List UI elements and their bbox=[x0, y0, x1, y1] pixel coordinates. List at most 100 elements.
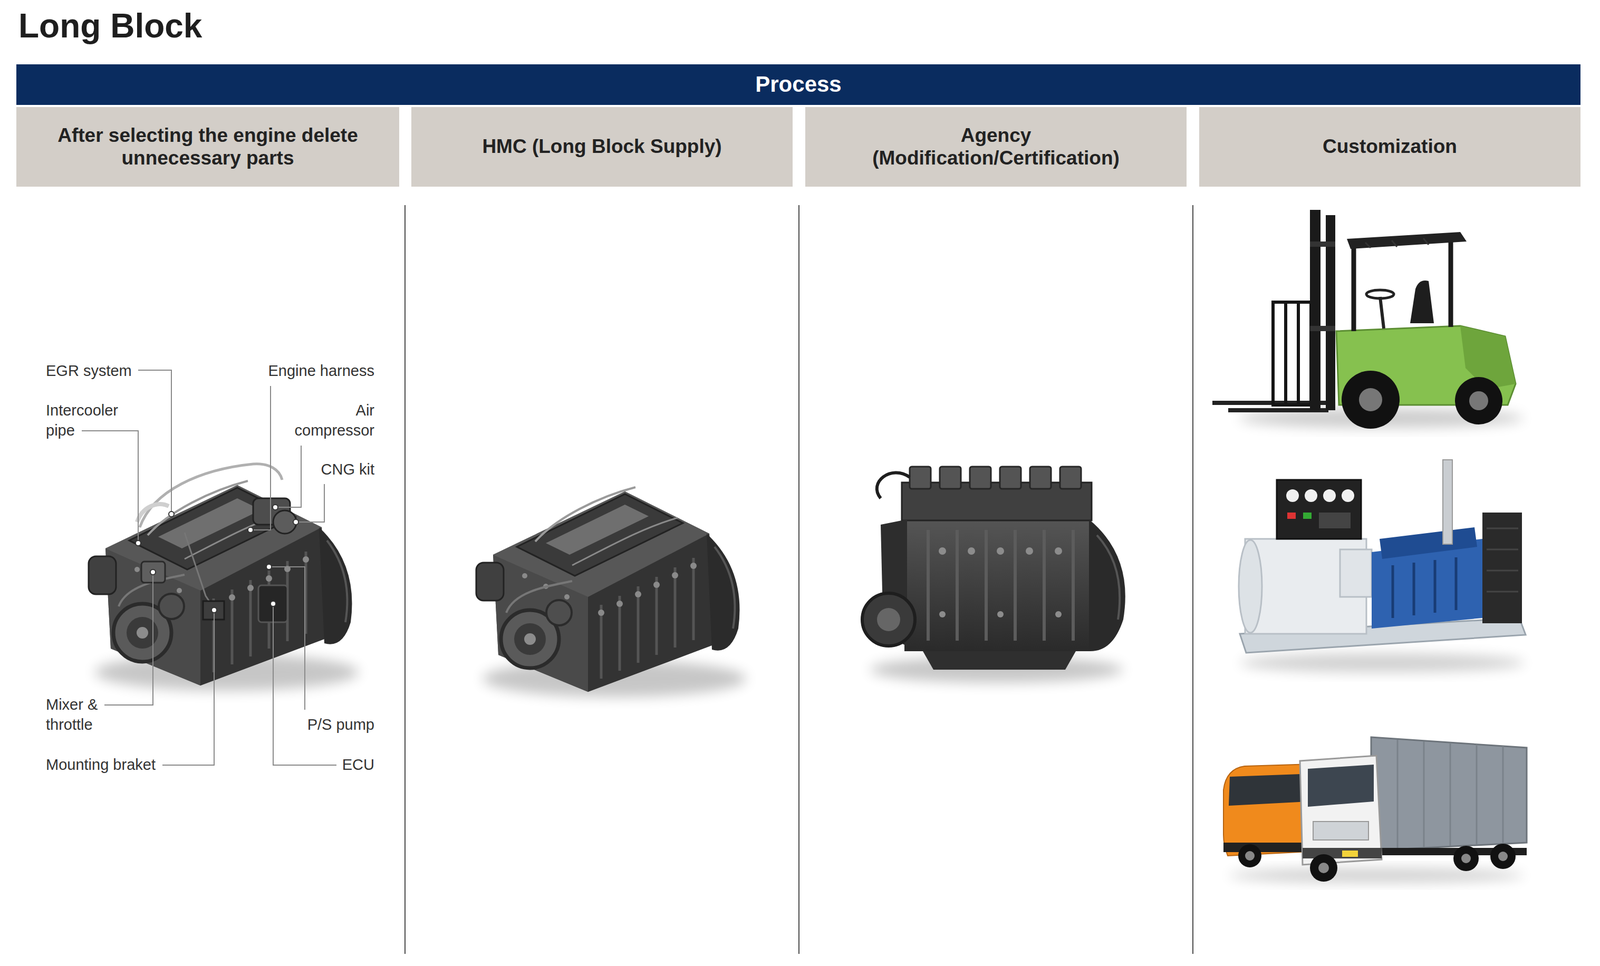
leader-dot bbox=[266, 564, 272, 570]
leader-line bbox=[295, 484, 325, 523]
bus-and-truck bbox=[1476, 744, 1478, 845]
bus-and-truck bbox=[1498, 851, 1508, 862]
generator-set bbox=[1287, 512, 1296, 519]
node-heading: After selecting the engine delete unnece… bbox=[47, 124, 368, 170]
generator-set bbox=[1486, 548, 1519, 551]
engine-modified bbox=[922, 651, 1076, 670]
part-label: P/S pump bbox=[307, 715, 375, 736]
generator-set bbox=[1486, 570, 1519, 572]
engine-modified bbox=[999, 466, 1021, 489]
leader-line bbox=[138, 370, 172, 515]
leader-dot bbox=[247, 527, 254, 533]
generator-set bbox=[1486, 591, 1519, 593]
part-label: ECU bbox=[342, 755, 375, 776]
bus-and-truck bbox=[1423, 741, 1425, 848]
forklift bbox=[1454, 377, 1503, 425]
step-header: HMC (Long Block Supply) bbox=[411, 107, 793, 187]
step-header: Agency (Modification/Certification) bbox=[805, 107, 1187, 187]
forklift bbox=[1341, 370, 1400, 429]
part-label: Mounting braket bbox=[45, 755, 156, 776]
engine-full bbox=[137, 504, 169, 523]
generator-set bbox=[1304, 489, 1318, 503]
bus-and-truck bbox=[1302, 847, 1382, 859]
generator-set bbox=[1442, 459, 1453, 545]
bus-and-truck bbox=[1490, 843, 1516, 870]
bus-and-truck bbox=[1342, 850, 1358, 857]
column-divider bbox=[1192, 205, 1194, 954]
engine-full bbox=[88, 464, 359, 691]
leader-dot bbox=[168, 511, 175, 517]
forklift bbox=[1366, 290, 1394, 299]
leader-line bbox=[275, 445, 302, 508]
process-band: Process bbox=[16, 64, 1581, 105]
engine-long-block bbox=[476, 487, 747, 698]
engine-modified bbox=[928, 529, 1074, 641]
engine-modified bbox=[926, 529, 930, 641]
generator-set bbox=[1303, 512, 1312, 519]
bus-and-truck bbox=[1313, 821, 1369, 841]
engine-modified bbox=[997, 611, 1004, 618]
bus-and-truck bbox=[1307, 764, 1374, 807]
engine-modified bbox=[1013, 529, 1017, 641]
leader-line bbox=[104, 572, 153, 706]
generator-set bbox=[1392, 557, 1457, 619]
generator-set bbox=[1482, 512, 1522, 624]
node-content: After selecting the engine delete unnece… bbox=[47, 124, 368, 170]
node-content: HMC (Long Block Supply) bbox=[482, 135, 722, 159]
bus-and-truck bbox=[1238, 844, 1262, 868]
forklift bbox=[1309, 241, 1336, 247]
forklift bbox=[1296, 302, 1300, 406]
column-divider bbox=[404, 205, 406, 954]
bus-and-truck bbox=[1371, 737, 1527, 851]
engine-modified bbox=[938, 547, 1063, 618]
page-title: Long Block bbox=[18, 6, 202, 46]
forklift bbox=[1284, 302, 1288, 406]
bus-and-truck bbox=[1309, 854, 1338, 882]
engine-modified bbox=[862, 593, 915, 647]
leader-dot bbox=[150, 569, 156, 575]
leader-line bbox=[162, 610, 215, 766]
node-content: Customization bbox=[1322, 135, 1458, 159]
leader-line bbox=[273, 603, 337, 766]
forklift bbox=[1273, 302, 1312, 406]
forklift bbox=[1273, 302, 1312, 406]
part-label: EGR system bbox=[45, 361, 132, 382]
leader-line bbox=[250, 386, 271, 530]
forklift bbox=[1448, 238, 1454, 327]
engine-modified bbox=[904, 519, 1089, 652]
node-heading: HMC (Long Block Supply) bbox=[482, 135, 722, 159]
engine-modified bbox=[939, 611, 946, 618]
part-label: Air compressor bbox=[284, 400, 375, 441]
generator-set bbox=[1238, 540, 1262, 633]
column-divider bbox=[405, 205, 1193, 954]
engine-modified bbox=[1025, 547, 1034, 555]
forklift bbox=[1365, 238, 1429, 248]
bus-and-truck bbox=[1449, 743, 1452, 846]
engine-modified bbox=[1055, 611, 1062, 618]
engine-modified bbox=[996, 547, 1005, 555]
engine-modified bbox=[1088, 519, 1126, 652]
engine-modified bbox=[862, 466, 1126, 683]
engine-modified bbox=[938, 547, 947, 555]
engine-modified bbox=[1054, 547, 1063, 555]
node-heading: Agency (Modification/Certification) bbox=[836, 124, 1155, 170]
leader-dot bbox=[293, 519, 299, 525]
forklift bbox=[1212, 209, 1524, 429]
generator-set bbox=[1379, 527, 1478, 559]
bus-and-truck bbox=[1397, 739, 1503, 850]
generator-set bbox=[1454, 557, 1458, 611]
engine-modified bbox=[909, 466, 931, 489]
engine-modified bbox=[1029, 466, 1052, 489]
bus-and-truck bbox=[1223, 737, 1527, 883]
forklift bbox=[1353, 238, 1451, 332]
forklift bbox=[1423, 238, 1429, 245]
bus-and-truck bbox=[1318, 862, 1329, 874]
bus-and-truck bbox=[1299, 755, 1382, 865]
generator-set bbox=[1286, 489, 1355, 503]
forklift bbox=[1309, 209, 1321, 411]
engine-modified bbox=[955, 529, 959, 641]
forklift bbox=[1469, 391, 1489, 411]
node-heading: Customization bbox=[1322, 135, 1458, 159]
leader-dot bbox=[211, 607, 217, 613]
engine-modified bbox=[939, 466, 961, 489]
